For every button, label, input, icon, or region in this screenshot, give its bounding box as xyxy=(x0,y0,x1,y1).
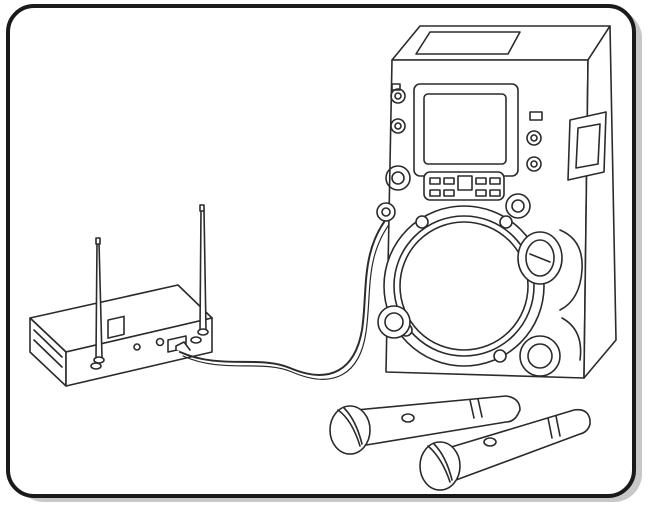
wireless-microphone-icon xyxy=(419,408,591,491)
knob-icon xyxy=(390,88,406,104)
speaker-cone xyxy=(399,221,529,351)
mic-input-jack xyxy=(376,202,396,222)
knob-icon xyxy=(526,156,542,172)
wireless-microphone-icon xyxy=(329,395,521,455)
monitor-screen xyxy=(423,93,507,165)
speaker-ring xyxy=(383,205,545,367)
knob-icon xyxy=(390,118,406,134)
knob-icon xyxy=(505,193,531,219)
knob-icon xyxy=(385,165,411,191)
receiver-antenna-right xyxy=(197,204,209,336)
receiver-antenna-left xyxy=(93,237,105,364)
karaoke-machine-icon xyxy=(376,25,617,379)
wireless-receiver-icon xyxy=(29,284,213,387)
knob-icon xyxy=(526,130,542,146)
